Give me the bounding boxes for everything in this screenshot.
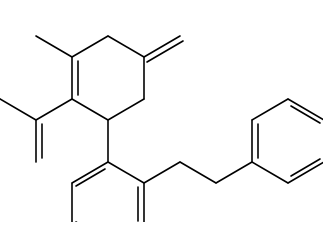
- bond: [143, 35, 181, 58]
- bond: [143, 161, 181, 184]
- bond: [107, 35, 145, 58]
- bond: [71, 161, 109, 184]
- bond: [107, 161, 145, 184]
- chemical-structure-diagram: [0, 35, 323, 222]
- bond: [71, 98, 109, 121]
- bond: [35, 35, 73, 58]
- bond: [251, 161, 289, 184]
- bond: [71, 35, 109, 58]
- bond: [251, 98, 289, 121]
- bond: [287, 98, 323, 121]
- bond: [179, 161, 217, 184]
- double-bond-inner: [146, 40, 184, 63]
- double-bond-inner: [290, 158, 321, 177]
- bond: [0, 98, 37, 121]
- bond: [107, 98, 145, 121]
- double-bond-inner: [75, 168, 106, 187]
- bond-layer: [0, 35, 323, 222]
- bond: [287, 161, 323, 184]
- double-bond-inner: [290, 105, 321, 124]
- bond: [215, 161, 253, 184]
- bond: [35, 98, 73, 121]
